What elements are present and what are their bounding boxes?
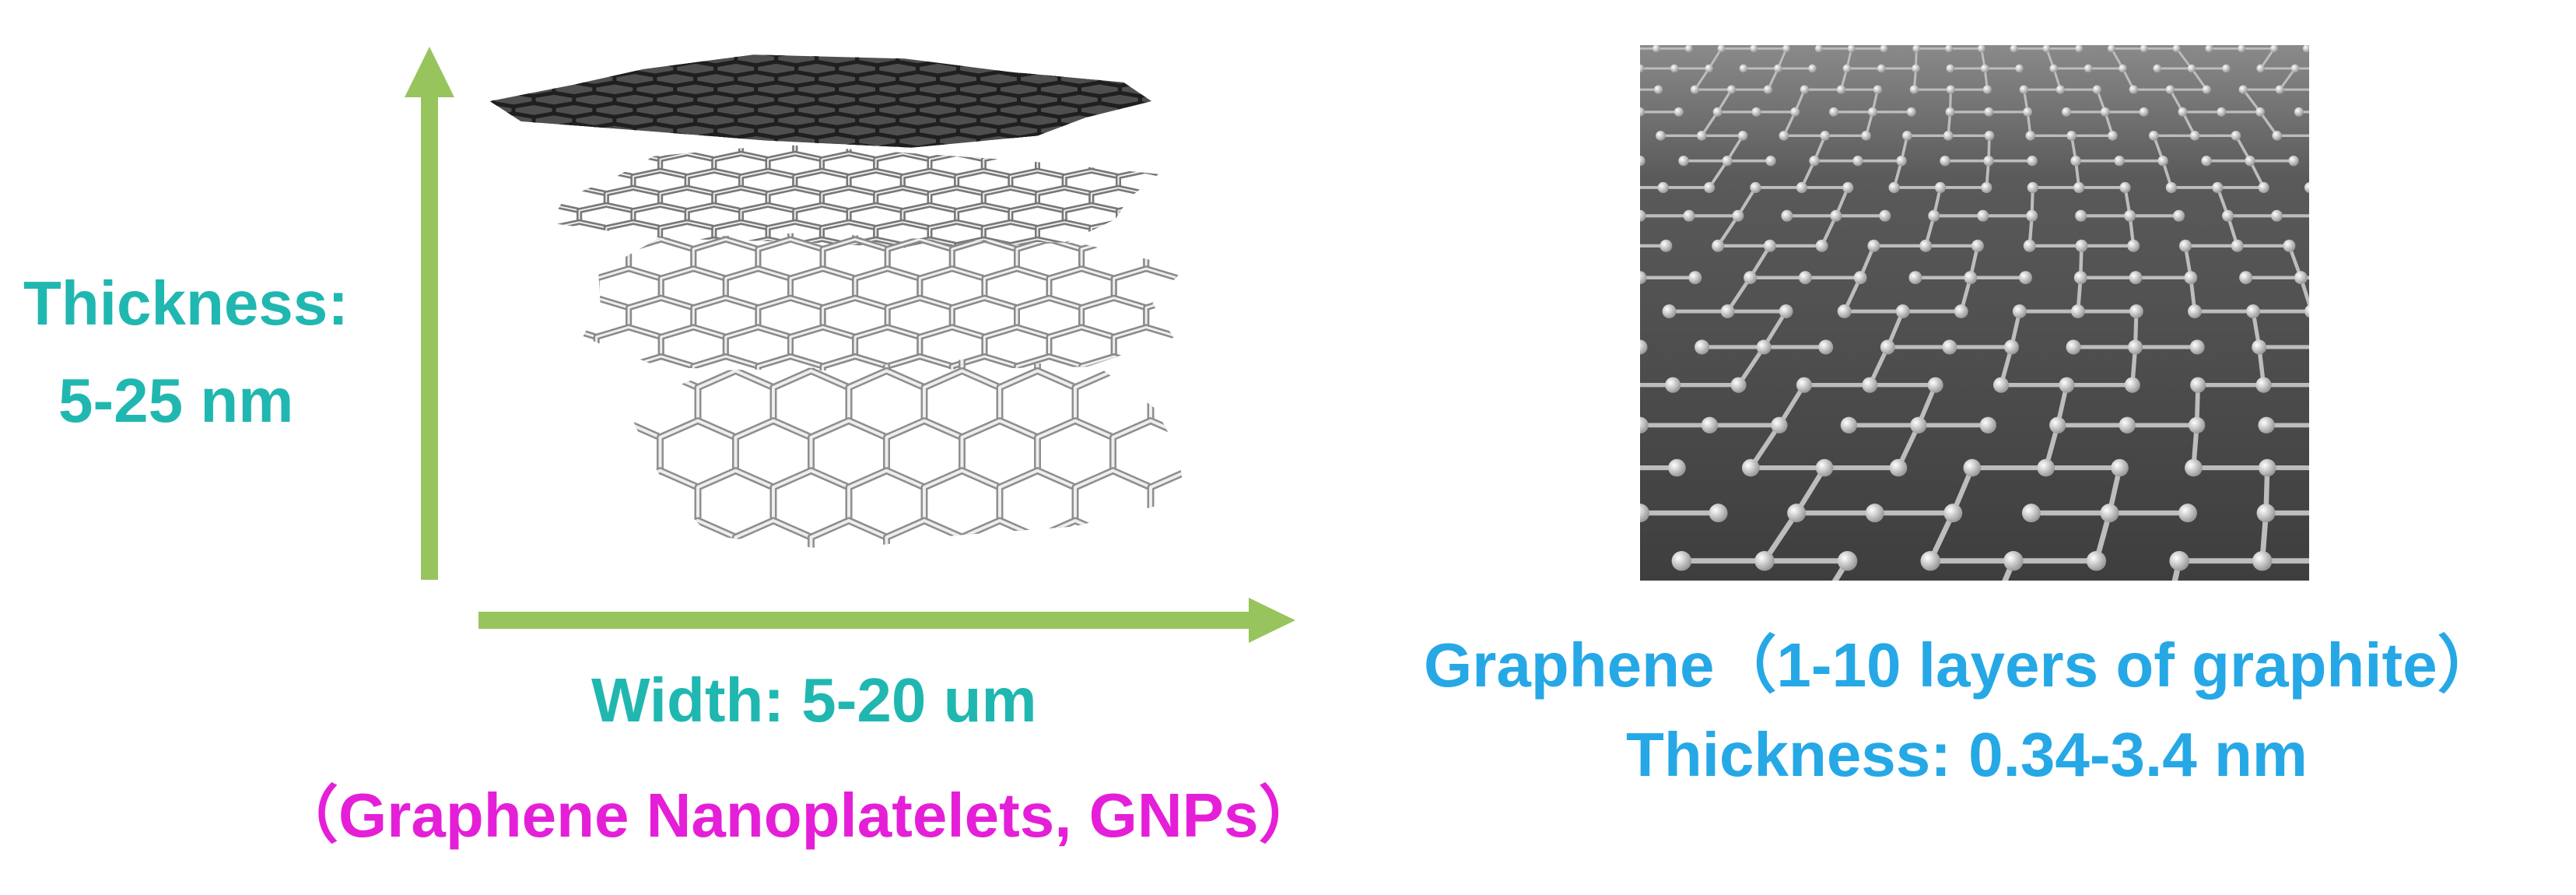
graphene-lattice-illustration: [1640, 45, 2309, 581]
graphene-thickness: Thickness: 0.34-3.4 nm: [1626, 720, 2308, 789]
gnp-layer: [583, 233, 1185, 371]
horizontal-width-arrow: [478, 598, 1295, 643]
vertical-thickness-arrow: [405, 47, 454, 580]
gnp-layer: [489, 54, 1152, 148]
thickness-value: 5-25 nm: [58, 366, 294, 435]
thickness-label: Thickness:: [23, 268, 349, 338]
gnp-layer: [626, 360, 1186, 551]
graphene-caption: Graphene（1-10 layers of graphite）: [1424, 630, 2500, 700]
gnp-stacked-layers-illustration: [489, 54, 1186, 551]
width-label: Width: 5-20 um: [591, 665, 1037, 735]
gnp-caption: （Graphene Nanoplatelets, GNPs）: [276, 781, 1321, 850]
